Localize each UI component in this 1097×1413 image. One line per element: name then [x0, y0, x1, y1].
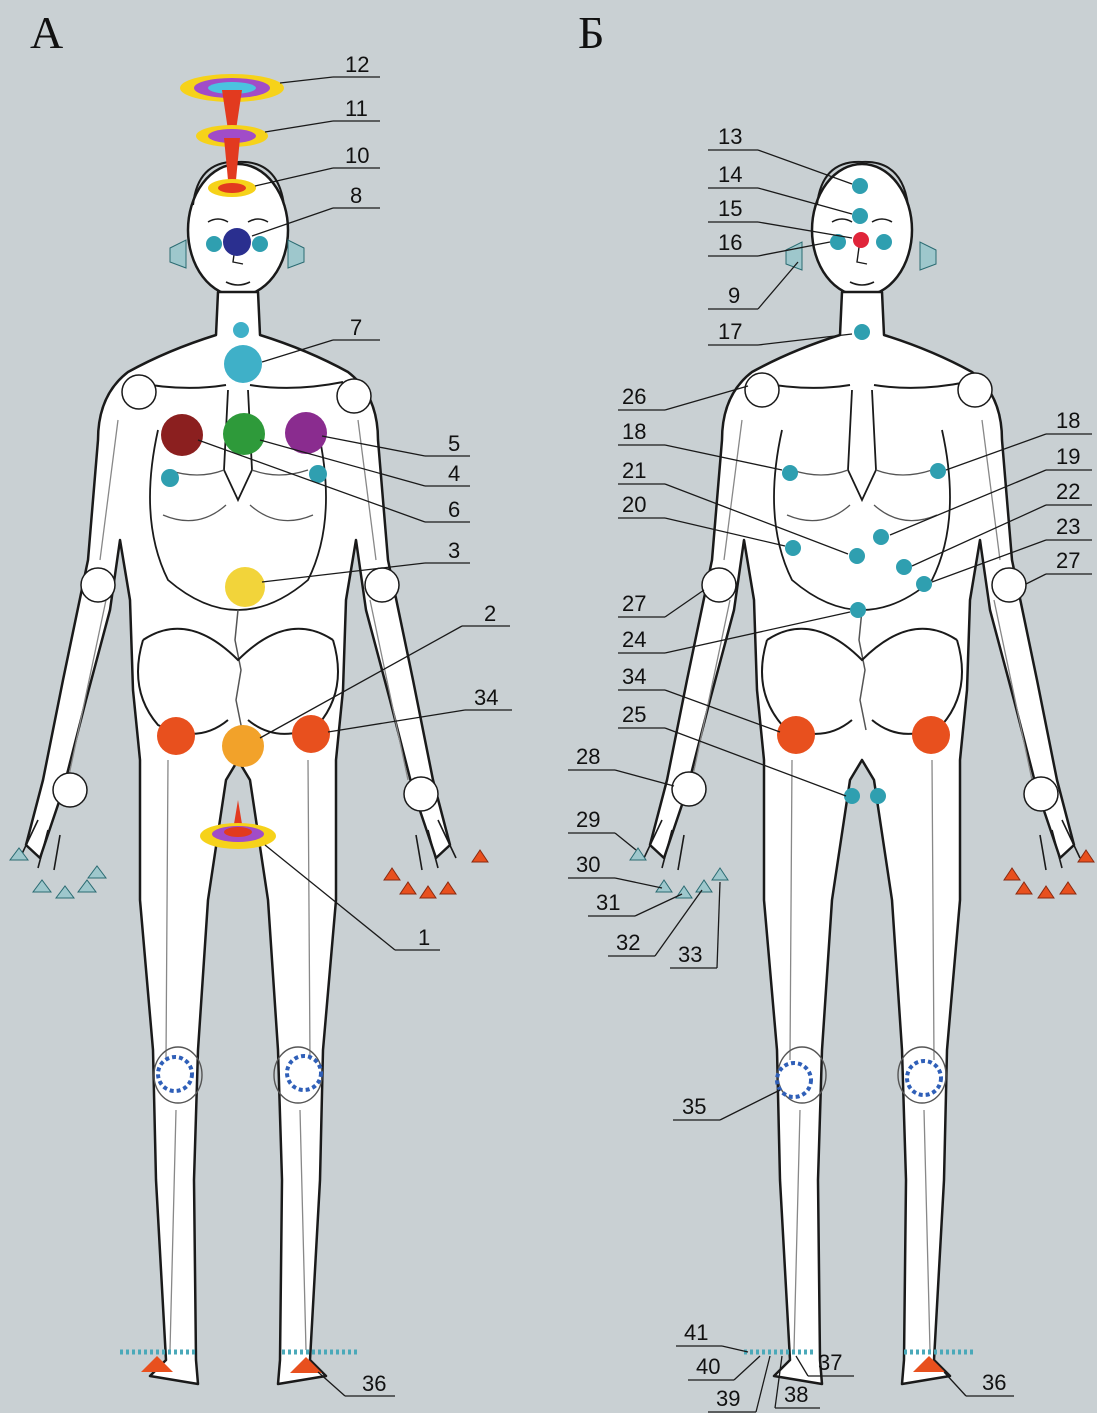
label-33: 33: [678, 942, 702, 967]
label-25: 25: [622, 702, 646, 727]
chakra-3-yellow: [225, 567, 265, 607]
panel-a-title: А: [30, 7, 63, 58]
eye-point-right: [252, 236, 268, 252]
palm-point-right: [404, 777, 438, 811]
label-24: 24: [622, 627, 646, 652]
palm-point-left: [672, 772, 706, 806]
label-2: 2: [484, 601, 496, 626]
label-23: 23: [1056, 514, 1080, 539]
point-14: [852, 208, 868, 224]
hip-point-left: [777, 716, 815, 754]
label-14: 14: [718, 162, 742, 187]
label-3: 3: [448, 538, 460, 563]
chakra-purple: [285, 412, 327, 454]
point-24: [850, 602, 866, 618]
label-37: 37: [818, 1350, 842, 1375]
label-5: 5: [448, 431, 460, 456]
shoulder-joint-left: [122, 375, 156, 409]
label-34: 34: [474, 685, 498, 710]
hip-point-right: [912, 716, 950, 754]
point-18-left: [782, 465, 798, 481]
palm-point-right: [1024, 777, 1058, 811]
label-36: 36: [362, 1371, 386, 1396]
label-19: 19: [1056, 444, 1080, 469]
point-13: [852, 178, 868, 194]
label-32: 32: [616, 930, 640, 955]
shoulder-joint-left: [745, 373, 779, 407]
label-40: 40: [696, 1354, 720, 1379]
label-15: 15: [718, 196, 742, 221]
point-16-right: [876, 234, 892, 250]
label-39: 39: [716, 1386, 740, 1411]
point-15-red: [853, 232, 869, 248]
label-18-right: 18: [1056, 408, 1080, 433]
nipple-point-right: [309, 465, 327, 483]
crown-vortex-10: [208, 179, 256, 197]
label-13: 13: [718, 124, 742, 149]
label-27-right: 27: [1056, 548, 1080, 573]
nipple-point-left: [161, 469, 179, 487]
chakra-green: [223, 413, 265, 455]
label-31: 31: [596, 890, 620, 915]
label-20: 20: [622, 492, 646, 517]
label-29: 29: [576, 807, 600, 832]
point-18-right: [930, 463, 946, 479]
label-4: 4: [448, 461, 460, 486]
shoulder-joint-right: [337, 379, 371, 413]
hip-point-right: [292, 715, 330, 753]
label-8: 8: [350, 183, 362, 208]
label-7: 7: [350, 315, 362, 340]
label-6: 6: [448, 497, 460, 522]
label-11: 11: [345, 96, 368, 121]
label-27-left: 27: [622, 591, 646, 616]
label-9: 9: [728, 283, 740, 308]
hip-point-left: [157, 717, 195, 755]
point-22: [896, 559, 912, 575]
point-20: [785, 540, 801, 556]
chakra-maroon: [161, 414, 203, 456]
point-17: [854, 324, 870, 340]
point-21: [849, 548, 865, 564]
label-26: 26: [622, 384, 646, 409]
elbow-joint-right: [992, 568, 1026, 602]
throat-point: [233, 322, 249, 338]
palm-point-left: [53, 773, 87, 807]
chakra-8-navy: [223, 228, 251, 256]
point-23: [916, 576, 932, 592]
eye-point-left: [206, 236, 222, 252]
chakra-2-orange: [222, 725, 264, 767]
label-10: 10: [345, 143, 369, 168]
label-35: 35: [682, 1094, 706, 1119]
point-19: [873, 529, 889, 545]
label-22: 22: [1056, 479, 1080, 504]
label-38: 38: [784, 1382, 808, 1407]
label-28: 28: [576, 744, 600, 769]
label-41: 41: [684, 1320, 708, 1345]
label-12: 12: [345, 52, 369, 77]
label-18-left: 18: [622, 419, 646, 444]
elbow-joint-left: [702, 568, 736, 602]
point-25-right: [870, 788, 886, 804]
elbow-joint-left: [81, 568, 115, 602]
label-17: 17: [718, 319, 742, 344]
label-30: 30: [576, 852, 600, 877]
label-34: 34: [622, 664, 646, 689]
label-21: 21: [622, 458, 646, 483]
label-1: 1: [418, 925, 430, 950]
chakra-7-lightblue: [224, 345, 262, 383]
panel-b-title: Б: [578, 7, 604, 58]
label-36: 36: [982, 1370, 1006, 1395]
shoulder-joint-right: [958, 373, 992, 407]
label-16: 16: [718, 230, 742, 255]
elbow-joint-right: [365, 568, 399, 602]
point-25-left: [844, 788, 860, 804]
